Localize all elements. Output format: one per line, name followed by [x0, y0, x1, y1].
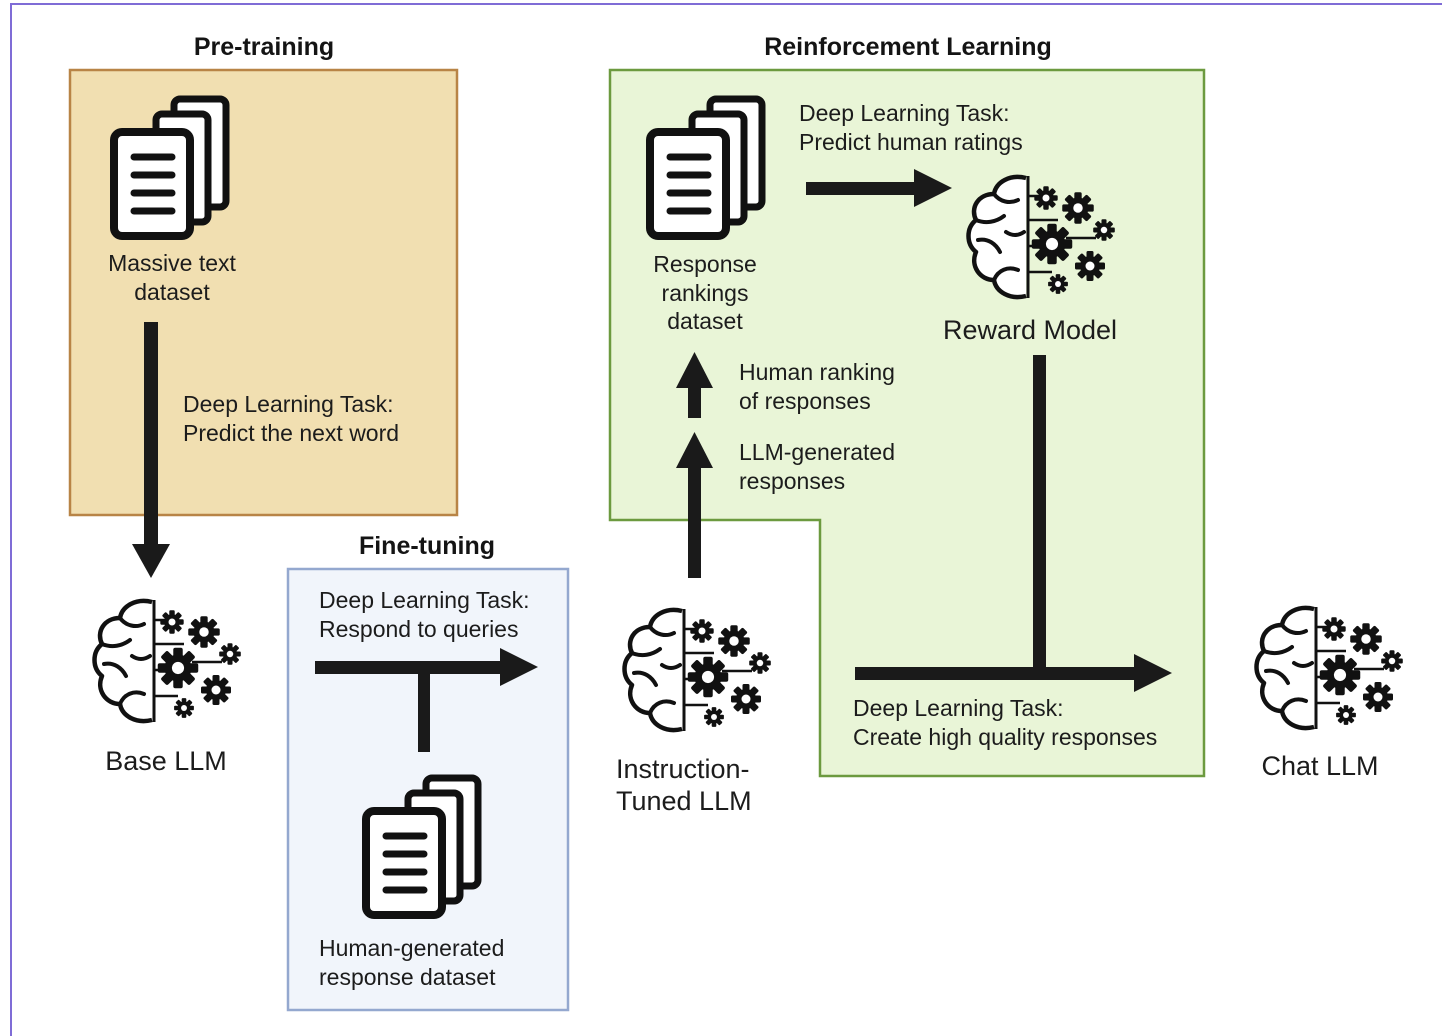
ranking-arrow-shaft	[688, 384, 701, 418]
reward-task-label: Deep Learning Task: Predict human rating…	[799, 100, 1023, 155]
brain-gears-icon	[1257, 607, 1403, 729]
pretraining-title: Pre-training	[193, 33, 335, 61]
rl-dataset-label: Response rankings dataset	[653, 251, 757, 334]
pretraining-task-label: Deep Learning Task: Predict the next wor…	[183, 391, 400, 446]
pretraining-arrow-head	[132, 544, 170, 578]
finetuning-title: Fine-tuning	[358, 532, 496, 560]
final-task-label: Deep Learning Task: Create high quality …	[853, 695, 1158, 750]
chat-llm-label: Chat LLM	[1261, 751, 1379, 781]
outer-frame	[10, 3, 1442, 1036]
reward-arrow-head	[914, 169, 952, 207]
brain-gears-icon	[625, 609, 771, 731]
finetuning-task-label: Deep Learning Task: Respond to queries	[319, 587, 530, 642]
base-llm-label: Base LLM	[105, 746, 227, 776]
finetuning-arrow-shaft	[315, 661, 505, 674]
generated-arrow-shaft	[688, 460, 701, 578]
pretraining-dataset-label: Massive text dataset	[108, 250, 236, 305]
brain-gears-icon	[95, 600, 241, 722]
generated-label: LLM-generated responses	[739, 439, 895, 494]
ranking-label: Human ranking of responses	[739, 359, 895, 414]
finetuning-arrow-head	[500, 648, 538, 686]
reward-connector	[1033, 355, 1046, 673]
ranking-arrow-head	[676, 352, 713, 388]
final-arrow-shaft	[855, 667, 1141, 680]
reinforcement-title: Reinforcement Learning	[764, 33, 1052, 61]
instruction-tuned-llm-label: Instruction- Tuned LLM	[616, 754, 752, 816]
finetuning-connector	[418, 672, 430, 752]
finetuning-dataset-label: Human-generated response dataset	[319, 935, 505, 990]
pretraining-arrow-shaft	[144, 322, 158, 546]
reward-arrow-shaft	[806, 182, 924, 195]
generated-arrow-head	[676, 432, 713, 468]
reward-model-label: Reward Model	[942, 315, 1118, 345]
final-arrow-head	[1134, 654, 1172, 692]
